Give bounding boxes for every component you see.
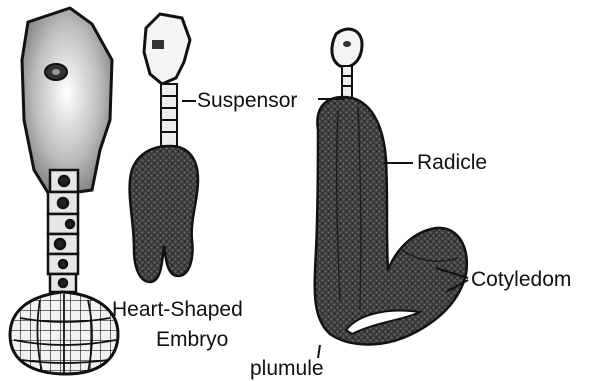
basal-cell <box>22 8 112 196</box>
label-plumule: plumule <box>250 358 324 379</box>
label-cotyledom: Cotyledom <box>471 269 571 290</box>
suspensor-cells <box>48 170 78 292</box>
heart-shaped-embryo <box>130 14 198 282</box>
early-embryo <box>10 8 118 374</box>
hs-suspensor-cells <box>161 84 177 146</box>
label-suspensor: Suspensor <box>197 90 297 111</box>
mature-embryo <box>315 29 467 344</box>
label-radicle: Radicle <box>417 152 487 173</box>
label-heart-shaped: Heart-Shaped <box>112 299 243 320</box>
label-embryo: Embryo <box>156 329 228 350</box>
hs-basal-cell <box>144 14 190 84</box>
embryo-proper-globular <box>10 292 118 374</box>
hs-embryo-body <box>130 146 198 282</box>
